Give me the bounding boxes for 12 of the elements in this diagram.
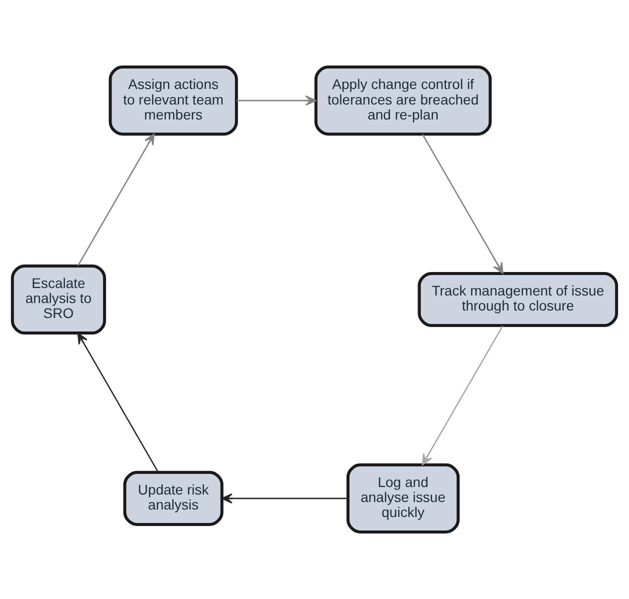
node-box: Log and analyse issue quickly — [346, 463, 460, 534]
node-box: Escalate analysis to SRO — [10, 264, 106, 335]
arrow — [422, 134, 504, 274]
node-box: Track management of issue through to closure — [418, 272, 618, 328]
arrow — [77, 332, 159, 472]
arrow — [236, 95, 316, 106]
arrow — [221, 493, 348, 504]
node-box: Update risk analysis — [123, 470, 224, 526]
arrow — [77, 133, 155, 266]
node-box: Assign actions to relevant team members — [108, 66, 238, 136]
node-box: Apply change control if tolerances are breached and re-plan — [314, 66, 492, 136]
arrow — [422, 326, 504, 466]
